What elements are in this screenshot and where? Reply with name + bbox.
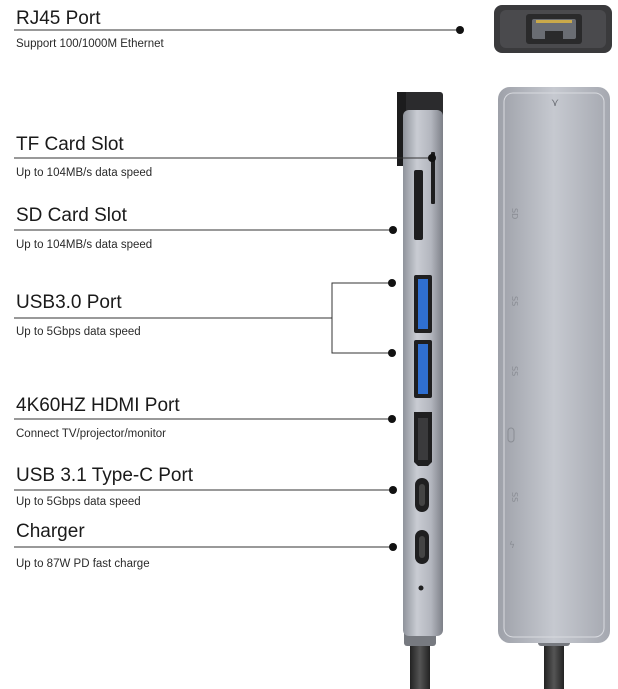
feature-desc: Up to 5Gbps data speed <box>16 326 141 338</box>
feature-title: 4K60HZ HDMI Port <box>16 395 180 416</box>
rj45-port-image <box>494 5 612 53</box>
feature-desc: Support 100/1000M Ethernet <box>16 38 164 50</box>
svg-text:SS: SS <box>510 366 519 376</box>
feature-title: SD Card Slot <box>16 205 127 226</box>
svg-text:SS: SS <box>510 492 519 502</box>
feature-desc: Up to 5Gbps data speed <box>16 496 141 508</box>
leader-lines <box>14 26 464 551</box>
svg-text:SD: SD <box>510 208 519 219</box>
feature-title: USB3.0 Port <box>16 292 122 313</box>
feature-desc: Up to 104MB/s data speed <box>16 239 153 251</box>
feature-title: USB 3.1 Type-C Port <box>16 465 194 486</box>
feature-title: Charger <box>16 521 85 542</box>
svg-text:⋎: ⋎ <box>551 96 559 109</box>
svg-text:SS: SS <box>510 296 519 306</box>
feature-desc: Up to 104MB/s data speed <box>16 167 153 179</box>
svg-text:ϟ: ϟ <box>509 541 515 551</box>
feature-desc: Up to 87W PD fast charge <box>16 558 150 570</box>
hub-top-view: ⋎ SD SS SS SS ϟ <box>498 87 610 689</box>
feature-title: TF Card Slot <box>16 134 124 155</box>
feature-desc: Connect TV/projector/monitor <box>16 428 166 440</box>
feature-title: RJ45 Port <box>16 8 101 29</box>
hub-side-view <box>397 92 443 689</box>
